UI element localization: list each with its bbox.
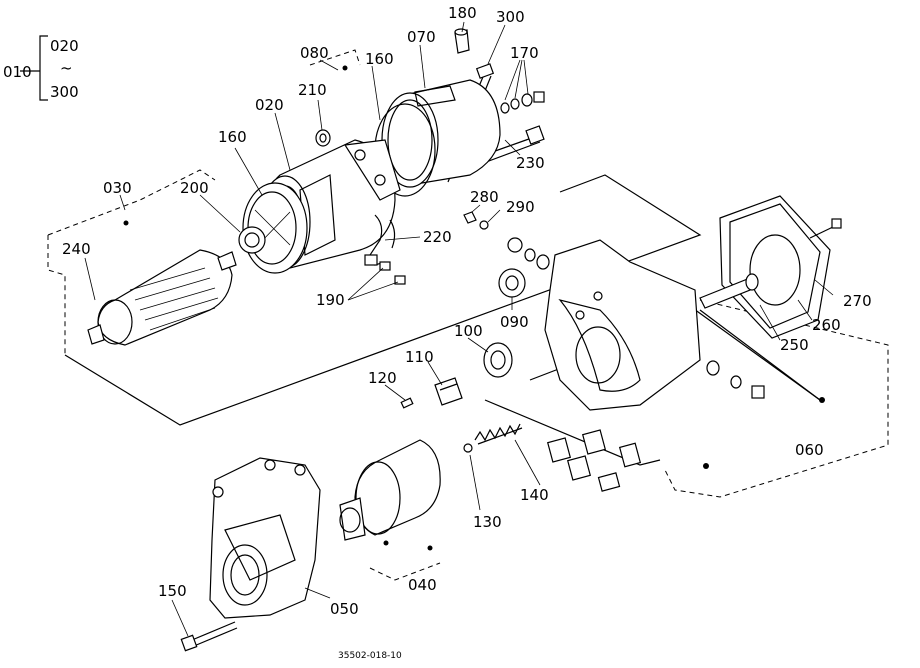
part-280-nut	[463, 211, 477, 224]
label-180: 180	[448, 4, 477, 22]
label-150: 150	[158, 582, 187, 600]
part-250-shaft	[699, 273, 759, 309]
part-060-housing	[544, 239, 701, 411]
part-040-clutch	[339, 439, 441, 551]
housing-nuts	[706, 360, 765, 399]
label-020-range-start: 020	[50, 37, 79, 55]
label-110: 110	[405, 348, 434, 366]
label-190: 190	[316, 291, 345, 309]
label-300-range-end: 300	[50, 83, 79, 101]
part-290-washer	[479, 220, 489, 230]
label-130: 130	[473, 513, 502, 531]
label-050: 050	[330, 600, 359, 618]
label-100: 100	[454, 322, 483, 340]
label-210: 210	[298, 81, 327, 99]
part-screw-cover	[809, 218, 842, 239]
part-120-pin	[400, 397, 414, 409]
part-240-armature	[87, 249, 237, 346]
figure-code: 35502-018-10	[338, 651, 402, 661]
part-110-retainer	[434, 377, 463, 406]
label-240: 240	[62, 240, 91, 258]
label-300: 300	[496, 8, 525, 26]
label-250: 250	[780, 336, 809, 354]
part-170-nuts	[500, 91, 545, 114]
part-270-cover	[719, 195, 831, 339]
leader-lines	[84, 21, 834, 637]
label-040: 040	[408, 576, 437, 594]
part-100-pinion	[483, 342, 513, 378]
group-040-dash	[369, 562, 441, 581]
label-030: 030	[103, 179, 132, 197]
label-020: 020	[255, 96, 284, 114]
part-180-plug	[454, 28, 470, 54]
part-130-ball	[463, 443, 473, 453]
label-290: 290	[506, 198, 535, 216]
range-tilde: ~	[60, 59, 73, 77]
label-160-upper: 160	[365, 50, 394, 68]
part-210-bearing	[315, 129, 331, 147]
label-070: 070	[407, 28, 436, 46]
part-090-gear	[498, 268, 526, 298]
part-220-brush-lead	[364, 214, 396, 266]
group-bracket	[20, 35, 48, 101]
part-200-cap	[238, 226, 266, 254]
label-090: 090	[500, 313, 529, 331]
brush-plates	[546, 429, 642, 492]
part-050-drive-housing	[209, 457, 321, 619]
part-labels: 180 300 080 160 070 170 210 020 160 230 …	[62, 4, 872, 618]
label-170: 170	[510, 44, 539, 62]
part-260-gasket	[749, 234, 801, 306]
bushings	[507, 237, 550, 270]
label-220: 220	[423, 228, 452, 246]
armature-frame	[47, 169, 702, 426]
label-140: 140	[520, 486, 549, 504]
label-200: 200	[180, 179, 209, 197]
label-260: 260	[812, 316, 841, 334]
label-060: 060	[795, 441, 824, 459]
label-280: 280	[470, 188, 499, 206]
label-120: 120	[368, 369, 397, 387]
label-160-lower: 160	[218, 128, 247, 146]
part-190-nuts	[379, 261, 406, 285]
part-140-spring	[474, 423, 523, 445]
label-230: 230	[516, 154, 545, 172]
label-270: 270	[843, 292, 872, 310]
label-080: 080	[300, 44, 329, 62]
part-150-bolt	[180, 621, 238, 652]
part-070-yoke	[381, 79, 501, 188]
label-010: 010	[3, 63, 32, 81]
